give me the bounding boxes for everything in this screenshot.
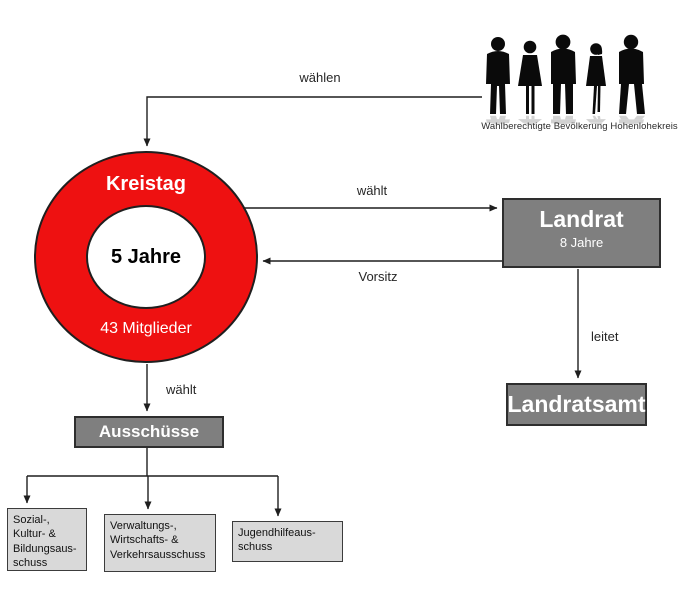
kreistag-members: 43 Mitglieder [100, 320, 192, 337]
committee-sozial-kultur-bildung: Sozial-, Kultur- & Bildungsaus- schuss [7, 508, 87, 571]
kreistag-term: 5 Jahre [110, 246, 182, 268]
ausschuesse-box: Ausschüsse [74, 416, 224, 448]
landrat-title: Landrat [539, 206, 624, 232]
label-waehlen: wählen [299, 70, 341, 85]
kreistag-donut: Kreistag 5 Jahre 43 Mitglieder [34, 151, 258, 363]
label-waehlt-ausschuesse: wählt [166, 382, 197, 397]
people-silhouettes-icon [486, 34, 645, 124]
kreistag-donut-hole [86, 205, 206, 309]
landratsamt-title: Landratsamt [507, 391, 646, 417]
label-leitet: leitet [591, 329, 619, 344]
label-vorsitz: Vorsitz [358, 269, 398, 284]
population-caption: Wahlberechtigte Bevölkerung Hohenlohekre… [481, 121, 678, 132]
landratsamt-box: Landratsamt [506, 383, 647, 426]
landrat-box: Landrat 8 Jahre [502, 198, 661, 268]
committee-verwaltung-wirtschaft-verkehr: Verwaltungs-, Wirtschafts- & Verkehrsaus… [104, 514, 216, 572]
ausschuesse-title: Ausschüsse [98, 422, 200, 441]
kreistag-title: Kreistag [105, 173, 187, 195]
edge-population-kreistag [143, 96, 482, 147]
label-waehlt-landrat: wählt [356, 183, 388, 198]
landrat-term: 8 Jahre [559, 235, 604, 250]
committee-jugendhilfe: Jugendhilfeaus- schuss [232, 521, 343, 562]
